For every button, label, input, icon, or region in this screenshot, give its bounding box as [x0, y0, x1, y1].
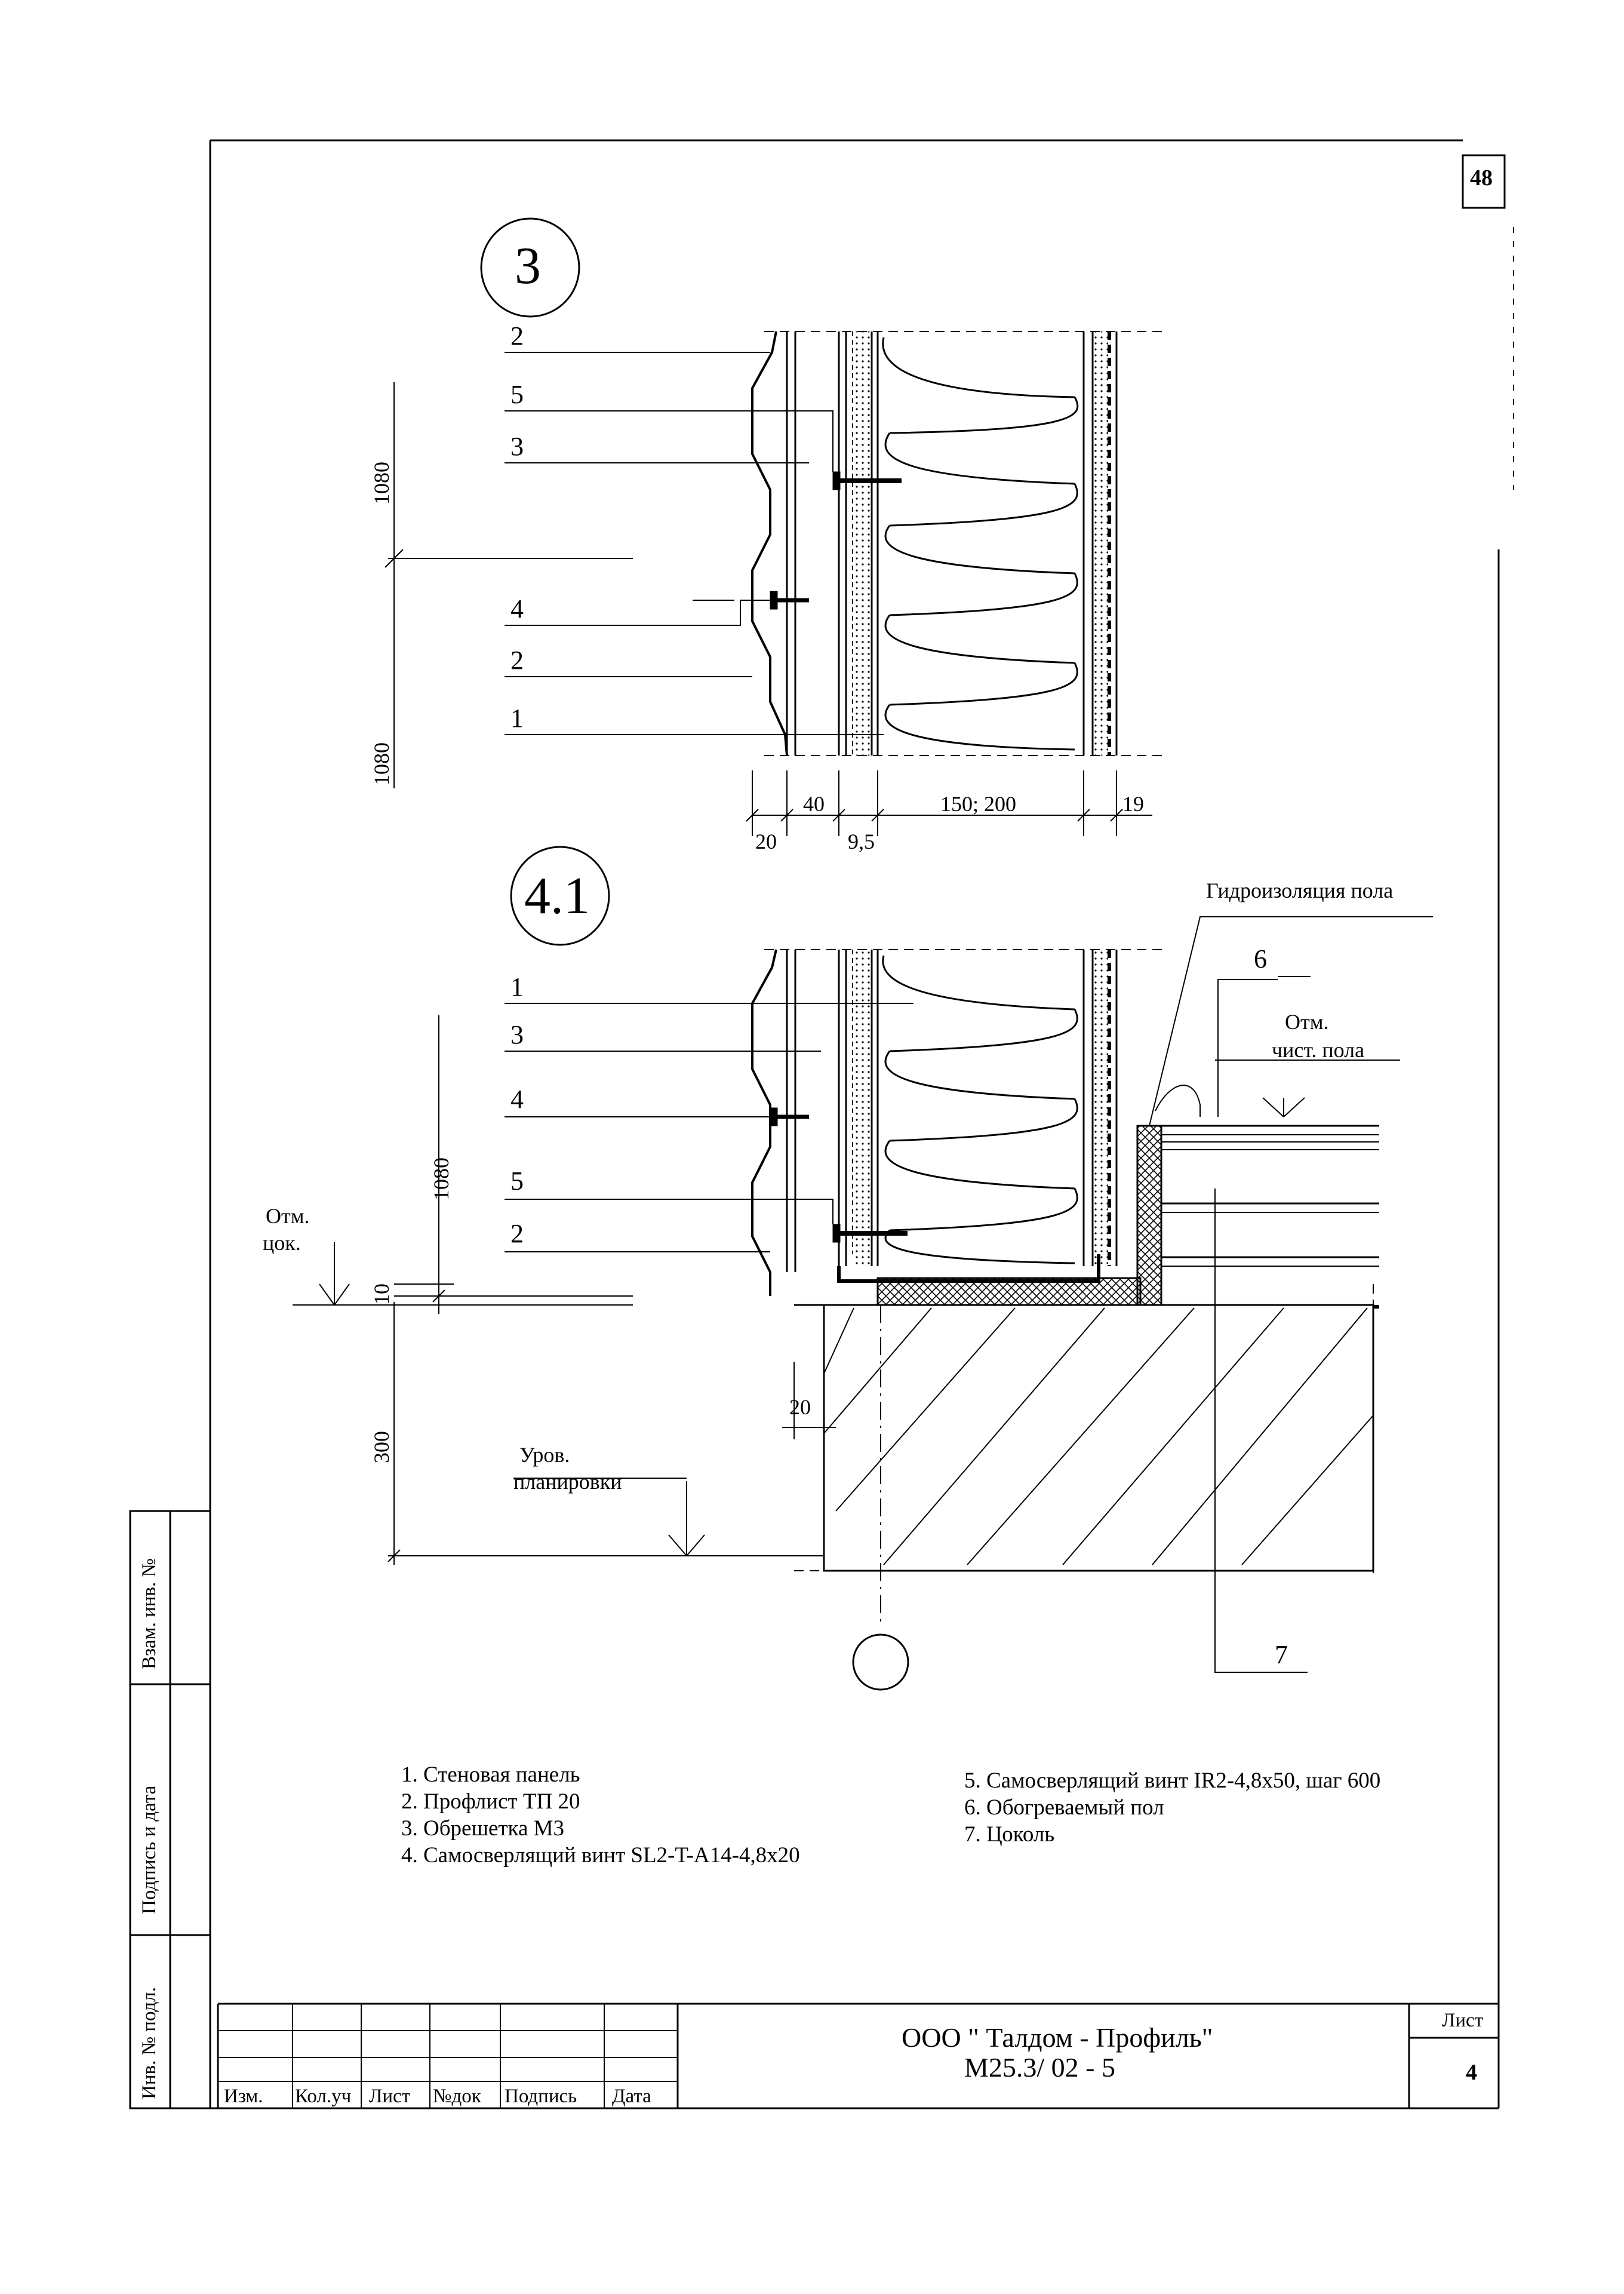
legend-item-4: 4. Самосверлящий винт SL2-T-A14-4,8x20 [401, 1843, 800, 1868]
grade-mark-line2: планировки [513, 1470, 622, 1494]
detail-3-dim-150-200: 150; 200 [940, 792, 1017, 816]
plinth-concrete [794, 1284, 1374, 1577]
side-stamp-inv-original: Инв. № подл. [139, 1986, 160, 2099]
detail-4-1-skin-fill [855, 950, 871, 1266]
detail-4-1-callout-1: 1 [510, 972, 524, 1002]
floor-mark-line2: чист. пола [1272, 1038, 1365, 1062]
title-sheet-number: 4 [1466, 2060, 1477, 2085]
title-col-ndok: №док [433, 2086, 481, 2107]
plinth-mark-line1: Отм. [266, 1204, 310, 1228]
grade-mark-line1: Уров. [519, 1443, 570, 1467]
detail-4-1-leaders [293, 916, 1433, 1673]
legend-item-6: 6. Обогреваемый пол [964, 1795, 1164, 1820]
detail-3-callout-5: 5 [510, 380, 524, 409]
legend-item-7: 7. Цоколь [964, 1822, 1055, 1847]
side-stamp-signature-date: Подпись и дата [139, 1785, 160, 1914]
side-stamp-replaced-inv: Взам. инв. № [139, 1558, 160, 1669]
detail-4-1-dim-10: 10 [370, 1283, 393, 1305]
detail-4-1-callout-3: 3 [510, 1020, 524, 1049]
side-stamp-frame [129, 1510, 211, 2109]
title-sheet-label: Лист [1442, 2010, 1484, 2031]
detail-4-1-screw-5 [832, 1224, 908, 1243]
heated-floor-layers [1155, 1085, 1379, 1309]
detail-3-dim-9-5: 9,5 [848, 830, 875, 853]
detail-4-1-callout-7: 7 [1275, 1640, 1288, 1669]
detail-4-1-dim-lines [387, 1015, 836, 1565]
title-col-list: Лист [369, 2086, 411, 2107]
detail-4-1-callout-5: 5 [510, 1166, 524, 1196]
detail-3-screw-5 [832, 471, 902, 490]
legend-item-5: 5. Самосверлящий винт IR2-4,8x50, шаг 60… [964, 1768, 1381, 1793]
title-col-podpis: Подпись [505, 2086, 577, 2107]
detail-3-skin-fill-inner [1094, 331, 1108, 756]
detail-4-1-dim-300: 300 [370, 1431, 393, 1463]
detail-3-callout-2a: 2 [510, 321, 524, 351]
title-col-koluch: Кол.уч [295, 2086, 352, 2107]
detail-4-1-callout-6: 6 [1254, 944, 1267, 974]
detail-4-1-callout-2: 2 [510, 1219, 524, 1248]
detail-3-dim-40: 40 [803, 792, 825, 816]
detail-3-skin-fill [855, 331, 871, 756]
detail-4-1-dim-20: 20 [789, 1395, 811, 1419]
legend-item-2: 2. Профлист ТП 20 [401, 1789, 580, 1814]
detail-4-1-insulation [882, 955, 1078, 1264]
detail-4-1-skin-fill-inner [1094, 950, 1108, 1266]
detail-3-screw-4 [770, 591, 809, 610]
floor-mark-line1: Отм. [1285, 1010, 1329, 1034]
plinth-insulation-strip [876, 1277, 1142, 1306]
detail-4-1-marker-label: 4.1 [524, 867, 590, 925]
title-col-data: Дата [612, 2086, 651, 2107]
detail-3-dim-height-upper: 1080 [370, 462, 393, 505]
plinth-axis [852, 1305, 909, 1691]
detail-3-dim-lines [385, 382, 1152, 836]
detail-4-1-dim-1080: 1080 [429, 1157, 453, 1200]
detail-3-dim-height-lower: 1080 [370, 742, 393, 785]
detail-4-1-callout-4: 4 [510, 1085, 524, 1114]
detail-3-insulation [882, 337, 1079, 751]
detail-3-marker-label: 3 [515, 237, 541, 295]
detail-3-leaders [388, 352, 884, 735]
legend-item-3: 3. Обрешетка М3 [401, 1816, 565, 1841]
detail-3-callout-1: 1 [510, 704, 524, 733]
detail-3-dim-19: 19 [1122, 792, 1144, 816]
detail-3-marker [480, 217, 580, 318]
detail-4-1-screw-4 [770, 1107, 809, 1126]
title-organization: ООО " Талдом - Профиль" [902, 2022, 1213, 2053]
legend-item-1: 1. Стеновая панель [401, 1762, 580, 1787]
waterproofing-note: Гидроизоляция пола [1206, 879, 1394, 902]
detail-3-callout-3: 3 [510, 432, 524, 461]
title-col-izm: Изм. [224, 2086, 263, 2107]
page-number: 48 [1470, 165, 1493, 191]
detail-3-callout-2b: 2 [510, 646, 524, 675]
title-document-code: М25.3/ 02 - 5 [964, 2052, 1115, 2083]
plinth-mark-line2: цок. [263, 1231, 301, 1255]
detail-4-1-marker [510, 846, 610, 946]
detail-3-callout-4: 4 [510, 594, 524, 624]
detail-3-dim-20: 20 [755, 830, 777, 853]
title-block-frame [217, 2003, 1499, 2108]
